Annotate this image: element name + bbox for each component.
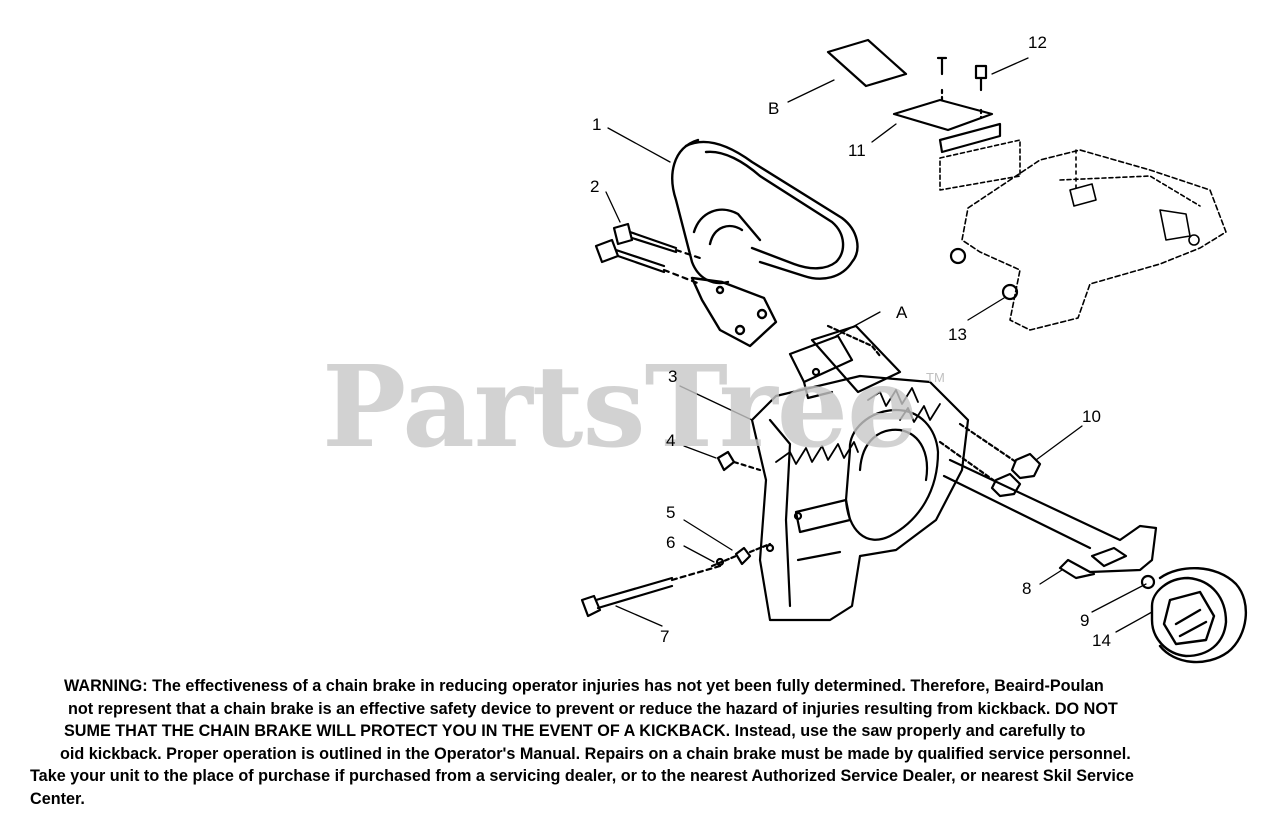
- callout-13: 13: [948, 325, 967, 344]
- part-4-clip: [716, 450, 762, 472]
- callout-2: 2: [590, 177, 600, 196]
- part-9-washer: [1140, 574, 1156, 590]
- part-3-brake-housing: [750, 374, 970, 622]
- callout-12: 12: [1028, 33, 1047, 52]
- engine-housing: [939, 139, 1227, 331]
- callout-8: 8: [1022, 579, 1032, 598]
- warning-line-6: Center.: [30, 789, 85, 808]
- part-5-6-fasteners: [710, 542, 772, 568]
- part-b-decal: [826, 38, 908, 88]
- warning-line-2: not represent that a chain brake is an e…: [68, 699, 1118, 718]
- callout-4: 4: [666, 431, 676, 450]
- part-12-screws: [936, 56, 988, 120]
- part-13-nuts: [949, 247, 1019, 301]
- callout-b: B: [768, 99, 780, 118]
- warning-line-1: WARNING: The effectiveness of a chain br…: [30, 675, 1230, 698]
- warning-heading: WARNING:: [64, 677, 148, 695]
- part-14-clutch: [1150, 567, 1248, 664]
- brake-springs: [775, 387, 941, 465]
- trademark-symbol: TM: [926, 370, 945, 385]
- warning-line-5: Take your unit to the place of purchase …: [30, 767, 1134, 786]
- warning-line-3: SUME THAT THE CHAIN BRAKE WILL PROTECT Y…: [64, 722, 1086, 741]
- part-10-nuts: [938, 422, 1042, 498]
- part-2-bolts: [594, 222, 702, 286]
- callout-11: 11: [848, 141, 866, 160]
- part-8-bar-plate: [942, 458, 1158, 580]
- callout-10: 10: [1082, 407, 1101, 426]
- part-1-hand-guard: [671, 138, 859, 348]
- part-a-brake-lever: [788, 324, 902, 400]
- callout-leader-lines: [605, 57, 1153, 633]
- callout-a: A: [896, 303, 908, 322]
- partstree-watermark: PartsTree: [322, 342, 918, 473]
- warning-text-block: WARNING: The effectiveness of a chain br…: [30, 675, 1230, 811]
- callout-7: 7: [660, 627, 670, 646]
- callout-14: 14: [1092, 631, 1111, 650]
- callout-6: 6: [666, 533, 676, 552]
- callout-3: 3: [668, 367, 678, 386]
- part-7-long-bolt: [580, 564, 722, 618]
- part-11-plate: [892, 98, 1002, 154]
- warning-line-1-text: The effectiveness of a chain brake in re…: [147, 677, 1104, 695]
- exploded-parts-diagram: [580, 38, 1248, 664]
- callout-1: 1: [592, 115, 602, 134]
- callout-5: 5: [666, 503, 676, 522]
- callout-9: 9: [1080, 611, 1090, 630]
- warning-line-4: oid kickback. Proper operation is outlin…: [60, 744, 1131, 763]
